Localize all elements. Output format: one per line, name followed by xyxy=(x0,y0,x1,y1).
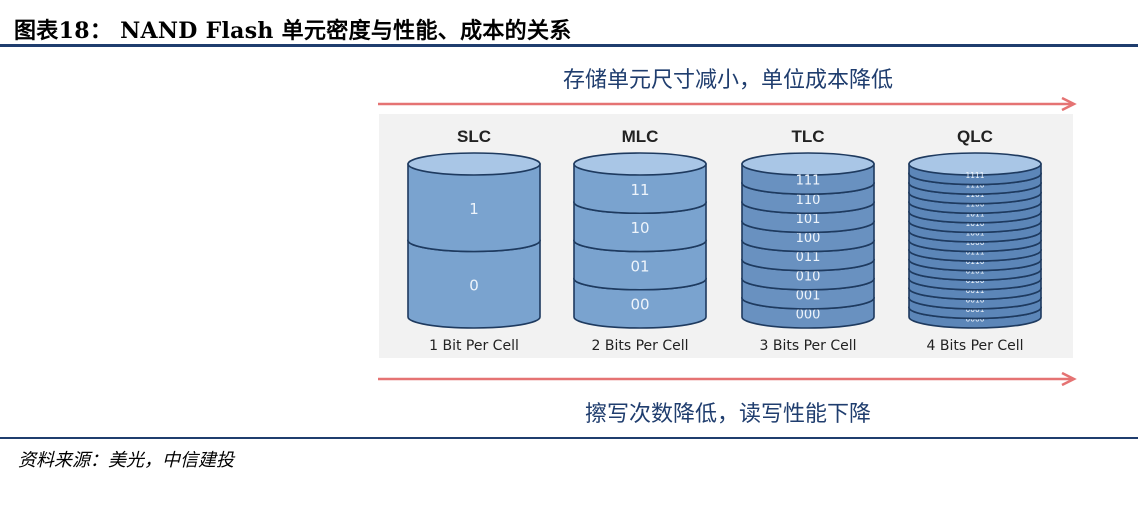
bit-value: 110 xyxy=(796,193,821,208)
bits-per-cell-label: 2 Bits Per Cell xyxy=(591,338,688,354)
bit-value: 11 xyxy=(630,181,649,199)
bottom-rule xyxy=(0,437,1138,439)
bottom-arrow xyxy=(378,372,1077,386)
cell-type-label: SLC xyxy=(457,127,491,146)
layer-top xyxy=(573,152,707,176)
layer-body xyxy=(573,201,707,253)
layer-body xyxy=(573,239,707,291)
cell-layer: 1 xyxy=(407,152,541,253)
bit-value: 101 xyxy=(796,212,821,227)
bit-value: 1111 xyxy=(965,171,984,180)
bits-per-cell-label: 4 Bits Per Cell xyxy=(926,338,1023,354)
bottom-caption: 擦写次数降低，读写性能下降 xyxy=(584,402,871,427)
cell-qlc: QLC0000000100100011010001010110011110001… xyxy=(908,127,1042,354)
cell-mlc: MLC 00 01 10 11 2 Bits Per Cell xyxy=(573,127,707,354)
layer-top xyxy=(908,152,1042,176)
layer-body xyxy=(407,239,541,329)
bits-per-cell-label: 3 Bits Per Cell xyxy=(759,338,856,354)
bits-per-cell-label: 1 Bit Per Cell xyxy=(429,338,519,354)
cell-type-label: TLC xyxy=(791,127,824,146)
bit-value: 1 xyxy=(469,200,479,218)
bit-value: 0 xyxy=(469,277,479,295)
cell-layer: 1111 xyxy=(908,152,1042,186)
top-arrow xyxy=(378,97,1077,111)
bit-value: 00 xyxy=(630,296,649,314)
cell-slc: SLC 0 1 1 Bit Per Cell xyxy=(407,127,541,354)
layer-body xyxy=(573,163,707,215)
layer-body xyxy=(573,277,707,329)
cell-layer: 111 xyxy=(741,152,875,195)
cell-type-label: QLC xyxy=(957,127,993,146)
bit-value: 011 xyxy=(796,250,821,265)
layer-body xyxy=(407,163,541,253)
top-rule xyxy=(0,44,1138,47)
layer-top xyxy=(407,152,541,176)
bit-value: 100 xyxy=(796,231,821,246)
bit-value: 010 xyxy=(796,269,821,284)
bit-value: 10 xyxy=(630,219,649,237)
cell-layer: 11 xyxy=(573,152,707,215)
figure-title: 图表18： NAND Flash 单元密度与性能、成本的关系 xyxy=(14,18,572,44)
bit-value: 001 xyxy=(796,288,821,303)
bit-value: 111 xyxy=(796,174,821,189)
cell-tlc: TLC 000 001 010 011 100 101 110 111 3 Bits Per Ce… xyxy=(741,127,875,354)
bit-value: 01 xyxy=(630,257,649,275)
layer-top xyxy=(741,152,875,176)
top-caption: 存储单元尺寸减小，单位成本降低 xyxy=(562,68,893,93)
source-note: 资料来源：美光，中信建投 xyxy=(18,450,234,471)
bit-value: 000 xyxy=(796,308,821,323)
cell-type-label: MLC xyxy=(622,127,659,146)
